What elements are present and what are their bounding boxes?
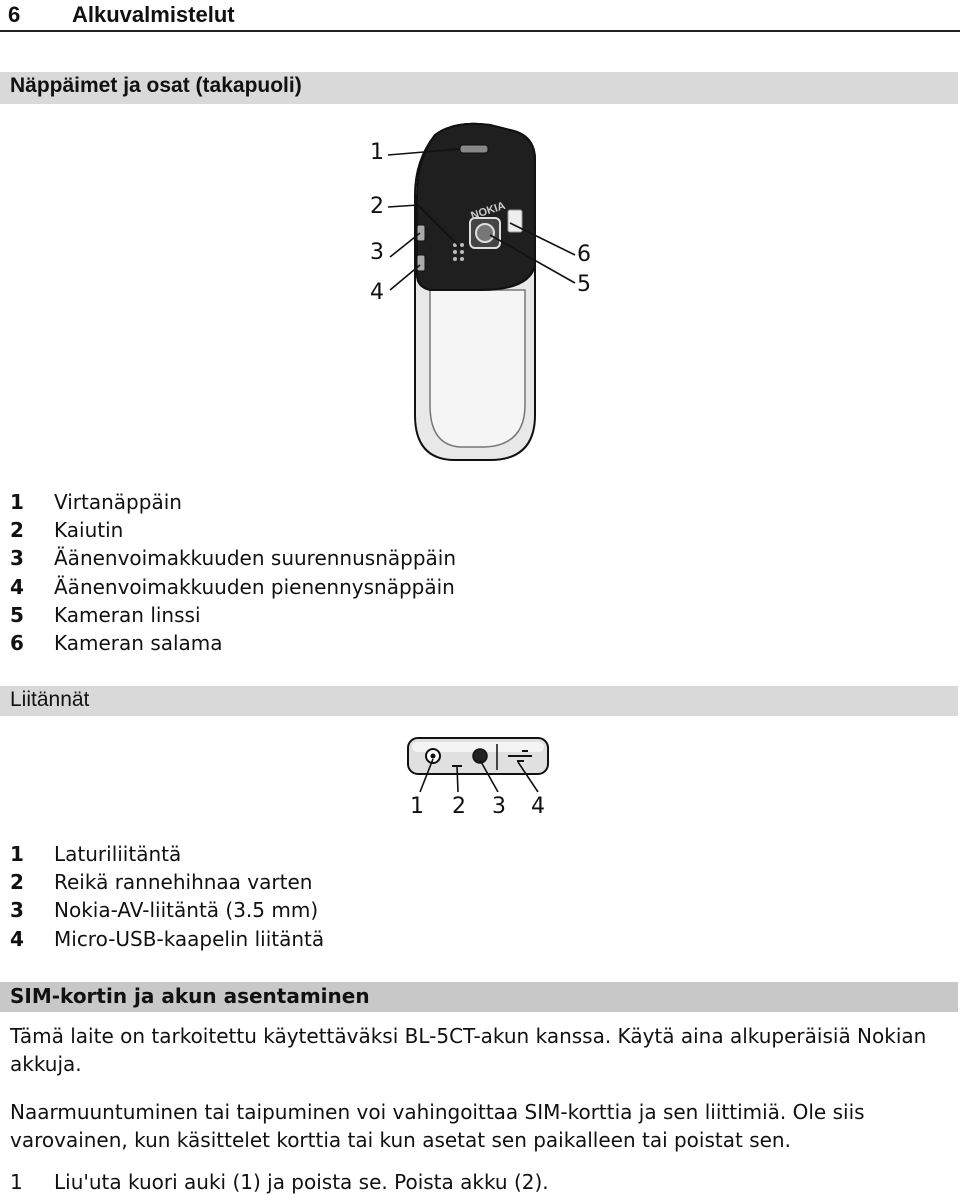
callout-6: 6 [577,242,591,267]
item-number: 1 [10,842,24,866]
item-label: Kameran linssi [54,602,201,627]
callout-1: 1 [370,140,384,165]
chapter-number: 6 [8,2,21,27]
callout-5: 5 [577,272,591,297]
chapter-header: 6 Alkuvalmistelut [0,0,960,32]
step-number: 1 [10,1170,23,1194]
item-number: 5 [10,602,24,627]
item-label: Laturiliitäntä [54,842,182,866]
section-heading-sim-text: SIM-kortin ja akun asentaminen [10,984,370,1008]
item-label: Virtanäppäin [54,490,182,514]
item-number: 3 [10,898,24,923]
item-label: Nokia-AV-liitäntä (3.5 mm) [54,898,319,923]
item-label: Äänenvoimakkuuden pienennysnäppäin [54,574,455,599]
connector-callout-1: 1 [410,794,424,819]
section-heading-connectors-text: Liitännät [10,688,90,711]
item-label: Kaiutin [54,518,124,543]
item-number: 2 [10,870,24,895]
section-heading-keys: Näppäimet ja osat (takapuoli) [0,72,958,104]
callout-4: 4 [370,280,384,305]
item-label: Micro-USB-kaapelin liitäntä [54,926,325,951]
chapter-title: Alkuvalmistelut [72,2,235,27]
section-heading-connectors: Liitännät [0,686,958,716]
connector-callout-2: 2 [452,794,466,819]
step-text: Liu'uta kuori auki (1) ja poista se. Poi… [54,1170,549,1194]
phone-top-connectors-illustration [407,737,549,792]
connector-callout-3: 3 [492,794,506,819]
item-label: Äänenvoimakkuuden suurennusnäppäin [54,546,457,571]
section-heading-sim: SIM-kortin ja akun asentaminen [0,982,958,1012]
item-label: Reikä rannehihnaa varten [54,870,313,895]
item-number: 6 [10,630,24,655]
paragraph-sim-warning: Naarmuuntuminen tai taipuminen voi vahin… [10,1100,865,1152]
callout-3: 3 [370,240,384,265]
item-number: 4 [10,574,24,599]
item-number: 2 [10,518,24,543]
paragraph-battery: Tämä laite on tarkoitettu käytettäväksi … [10,1024,927,1076]
connector-callout-4: 4 [531,794,545,819]
section-heading-keys-text: Näppäimet ja osat (takapuoli) [10,74,302,97]
item-number: 1 [10,490,24,514]
callout-2: 2 [370,194,384,219]
item-label: Kameran salama [54,630,223,655]
phone-back-illustration: NOKIA [387,122,576,461]
item-number: 3 [10,546,24,571]
item-number: 4 [10,926,24,951]
